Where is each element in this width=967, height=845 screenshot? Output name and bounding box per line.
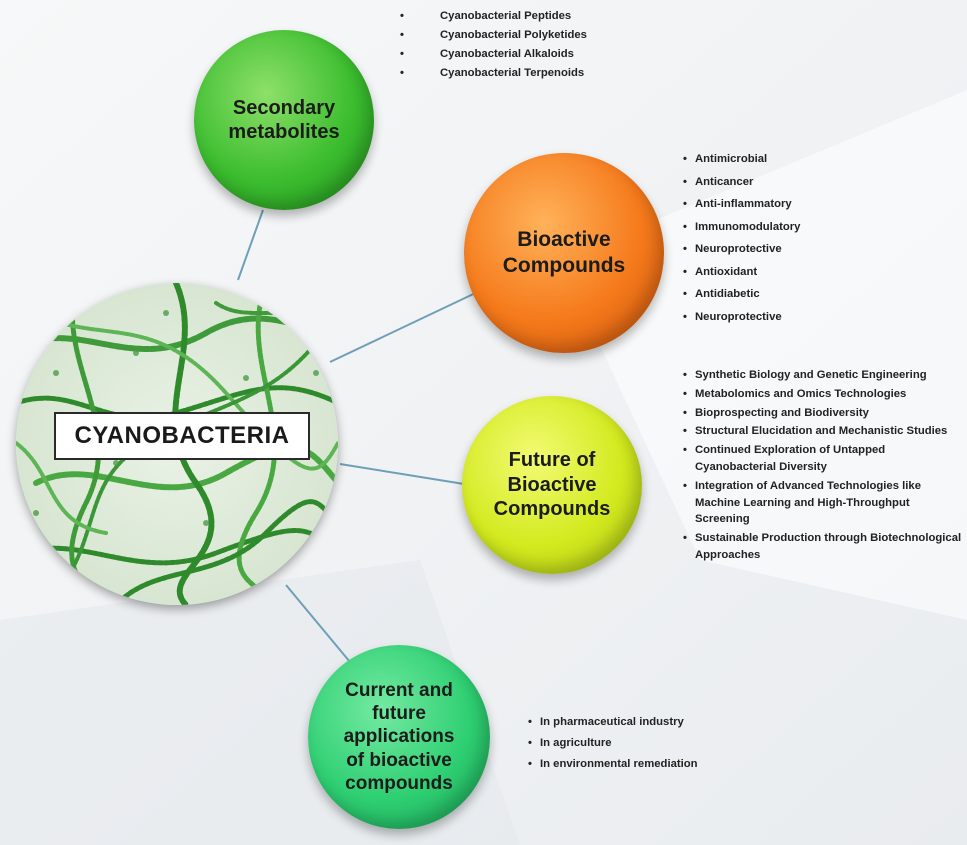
connector-future	[339, 463, 465, 485]
list-item: Continued Exploration of Untapped Cyanob…	[683, 442, 967, 476]
list-item: In environmental remediation	[528, 758, 698, 779]
node-label: Secondary metabolites	[228, 96, 340, 143]
list-future-bioactive-compounds: Synthetic Biology and Genetic Engineerin…	[683, 367, 967, 566]
list-item: Synthetic Biology and Genetic Engineerin…	[683, 367, 967, 384]
node-current-future-applications: Current and future applications of bioac…	[308, 645, 490, 829]
list-item: Metabolomics and Omics Technologies	[683, 386, 967, 403]
list-item: Cyanobacterial Polyketides	[400, 29, 587, 48]
node-future-bioactive-compounds: Future of Bioactive Compounds	[462, 396, 642, 574]
list-item: Cyanobacterial Alkaloids	[400, 48, 587, 67]
list-item: Neuroprotective	[683, 311, 800, 334]
list-item: Antidiabetic	[683, 288, 800, 311]
list-bioactive-compounds: Antimicrobial Anticancer Anti-inflammato…	[683, 153, 800, 333]
list-item: Cyanobacterial Peptides	[400, 10, 587, 29]
list-item: Integration of Advanced Technologies lik…	[683, 478, 967, 528]
list-item: Cyanobacterial Terpenoids	[400, 67, 587, 86]
node-label: Current and future applications of bioac…	[343, 680, 455, 794]
connector-secondary	[237, 209, 264, 281]
list-secondary-metabolites: Cyanobacterial Peptides Cyanobacterial P…	[400, 10, 587, 86]
list-item: Immunomodulatory	[683, 221, 800, 244]
list-item: Neuroprotective	[683, 243, 800, 266]
connector-current	[285, 584, 351, 663]
list-item: Anticancer	[683, 176, 800, 199]
list-item: Structural Elucidation and Mechanistic S…	[683, 423, 967, 440]
list-item: Bioprospecting and Biodiversity	[683, 405, 967, 422]
list-item: Anti-inflammatory	[683, 198, 800, 221]
connector-bioactive	[329, 287, 487, 363]
list-item: Antimicrobial	[683, 153, 800, 176]
list-item: Sustainable Production through Biotechno…	[683, 530, 967, 564]
list-item: Antioxidant	[683, 266, 800, 289]
node-label: Future of Bioactive Compounds	[493, 449, 611, 521]
list-current-applications: In pharmaceutical industry In agricultur…	[528, 716, 698, 779]
node-bioactive-compounds: Bioactive Compounds	[464, 153, 664, 353]
cyanobacteria-title: CYANOBACTERIA	[54, 412, 310, 460]
list-item: In agriculture	[528, 737, 698, 758]
list-item: In pharmaceutical industry	[528, 716, 698, 737]
node-secondary-metabolites: Secondary metabolites	[194, 30, 374, 210]
node-label: Bioactive Compounds	[502, 228, 626, 277]
